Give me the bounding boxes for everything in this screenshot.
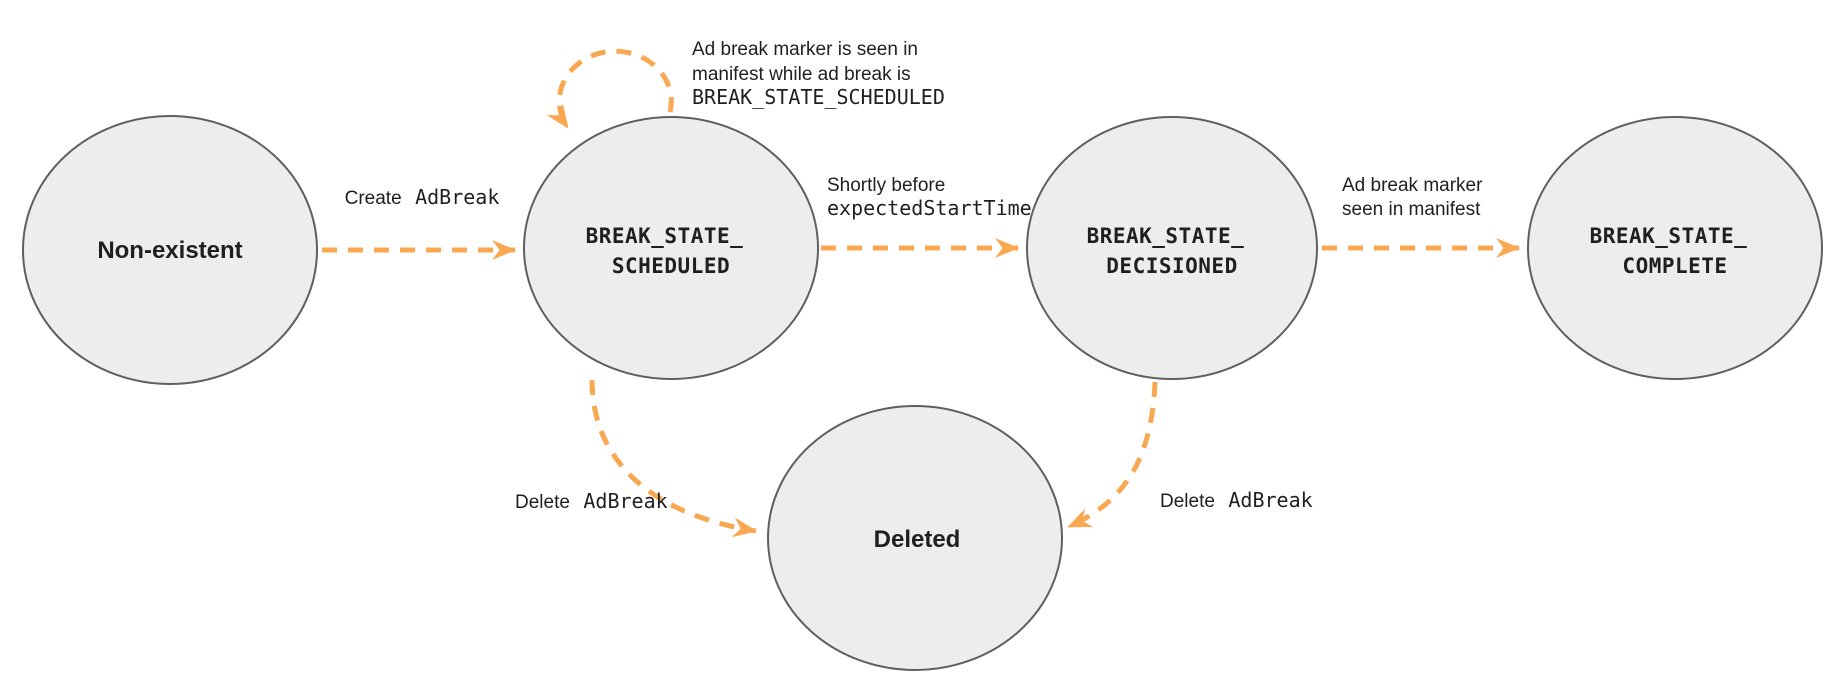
- state-label-scheduled: BREAK_STATE_ SCHEDULED: [586, 224, 757, 278]
- arrow-delete-from-scheduled: [589, 379, 757, 538]
- transition-label-delete-decisioned: Delete AdBreak: [1160, 488, 1313, 512]
- transition-arrows: [322, 48, 1520, 538]
- state-label-complete: BREAK_STATE_ COMPLETE: [1590, 224, 1761, 278]
- transition-label-delete-scheduled: Delete AdBreak: [515, 489, 668, 513]
- state-circle-deleted: [767, 405, 1063, 671]
- transition-label-shortly-before: Shortly before expectedStartTime: [827, 175, 1032, 220]
- state-circle-complete: [1527, 116, 1823, 380]
- arrow-delete-from-decisioned: [1067, 381, 1158, 530]
- state-label-deleted: Deleted: [874, 526, 961, 553]
- state-circle-scheduled: [523, 116, 819, 380]
- state-circle-decisioned: [1026, 116, 1318, 380]
- state-label-decisioned: BREAK_STATE_ DECISIONED: [1087, 224, 1258, 278]
- transition-label-self-loop: Ad break marker is seen in manifest whil…: [692, 39, 945, 109]
- arrow-self-loop-scheduled: [546, 48, 674, 130]
- state-circles: [22, 115, 1823, 671]
- transition-labels: Create AdBreak Ad break marker is seen i…: [345, 39, 1487, 513]
- transition-label-marker-seen: Ad break marker seen in manifest: [1342, 175, 1487, 220]
- transition-label-create-adbreak: Create AdBreak: [345, 185, 500, 209]
- state-label-non-existent: Non-existent: [97, 237, 242, 264]
- state-labels: Non-existent BREAK_STATE_ SCHEDULED BREA…: [97, 224, 1761, 553]
- state-circle-non-existent: [22, 115, 318, 385]
